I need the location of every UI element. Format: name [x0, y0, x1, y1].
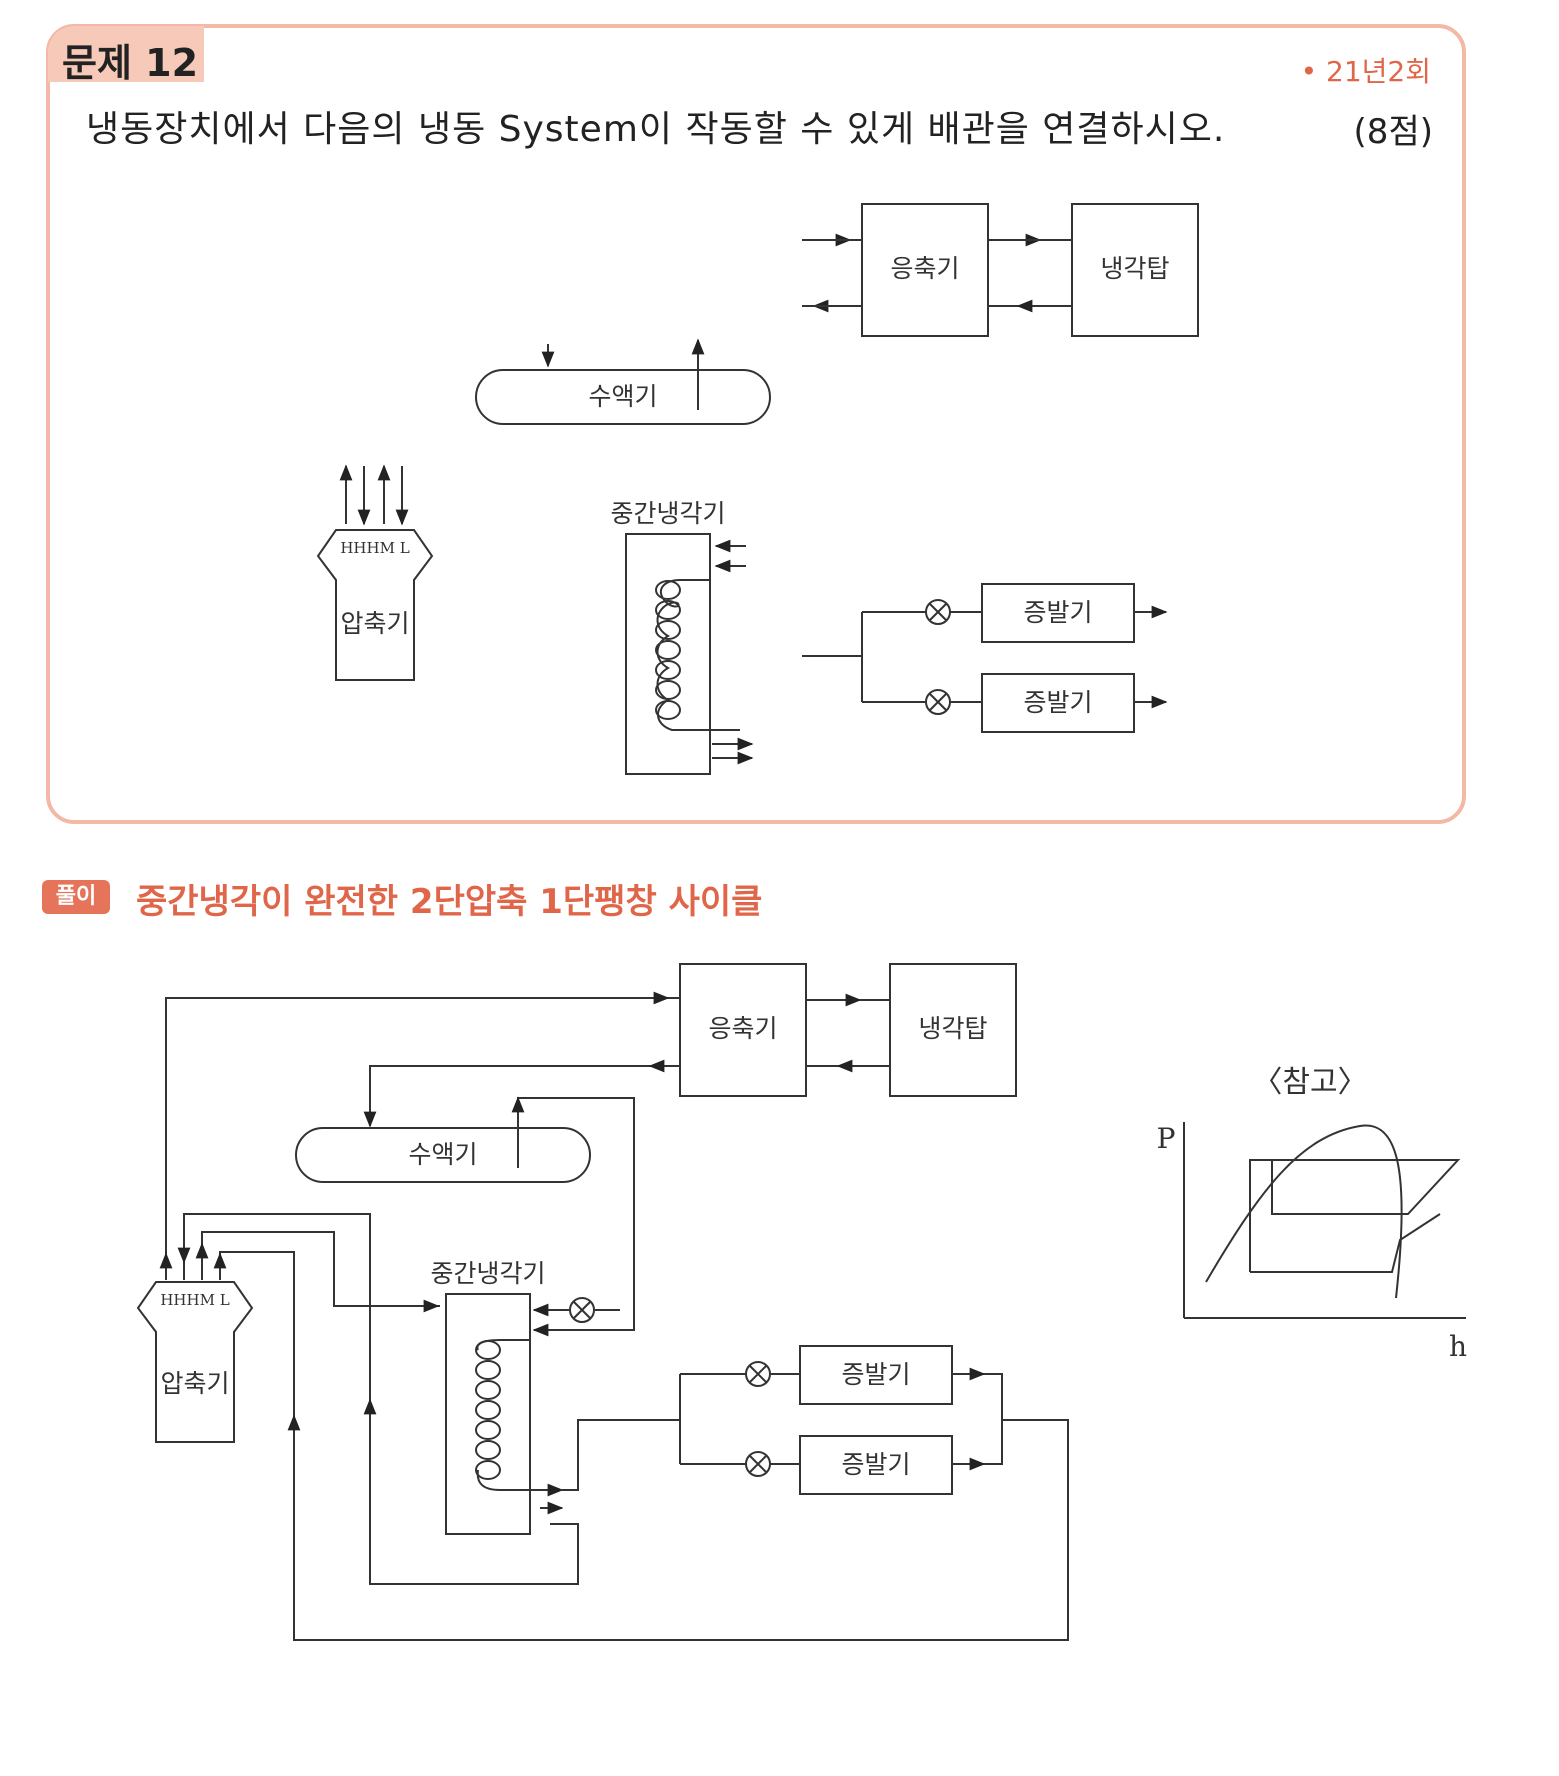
- solution-diagram: [136, 963, 1069, 1641]
- problem-diagram: [316, 203, 1199, 775]
- solution-tag: 풀이: [42, 880, 110, 914]
- evaporator-top-label: 증발기: [1023, 598, 1092, 627]
- question-points: (8점): [1353, 112, 1433, 152]
- compressor-label: 압축기: [340, 609, 409, 638]
- intercooler-box: [625, 533, 711, 775]
- question-text: 냉동장치에서 다음의 냉동 System이 작동할 수 있게 배관을 연결하시오…: [86, 109, 1226, 150]
- compressor-body: [316, 529, 434, 681]
- sol-receiver-tank: [295, 1127, 591, 1183]
- sol-evaporator-bottom-label: 증발기: [841, 1450, 910, 1479]
- ph-diagram: [1183, 1122, 1466, 1319]
- saturation-dome: [1205, 1124, 1403, 1299]
- exam-source: • 21년2회: [1300, 55, 1431, 88]
- cycle-path: [1249, 1159, 1461, 1272]
- sol-condenser-label: 응축기: [708, 1014, 777, 1043]
- receiver-label: 수액기: [588, 382, 657, 411]
- evaporator-bottom-label: 증발기: [1023, 688, 1092, 717]
- sol-intercooler-box: [445, 1293, 531, 1535]
- problem-tag: 문제 12: [48, 26, 204, 85]
- sol-compressor-label: 압축기: [160, 1369, 229, 1398]
- solution-title: 중간냉각이 완전한 2단압축 1단팽창 사이클: [136, 882, 763, 922]
- ph-y-axis-label: P: [1157, 1122, 1176, 1155]
- sol-expansion-valve-intercooler: [569, 1297, 595, 1323]
- sol-receiver-label: 수액기: [408, 1140, 477, 1169]
- sol-expansion-valve-bottom: [745, 1451, 771, 1477]
- receiver-tank: [475, 369, 771, 425]
- sol-evaporator-top-label: 증발기: [841, 1360, 910, 1389]
- cooling-tower-label: 냉각탑: [1100, 254, 1169, 283]
- sol-condenser-box: [679, 963, 807, 1097]
- sol-compressor-ports-label: HHHM L: [160, 1291, 229, 1309]
- sol-cooling-tower-label: 냉각탑: [918, 1014, 987, 1043]
- expansion-valve-top: [925, 599, 951, 625]
- problem-frame: [46, 24, 1466, 824]
- ph-x-axis-label: h: [1449, 1330, 1467, 1363]
- condenser-label: 응축기: [890, 254, 959, 283]
- expansion-valve-bottom: [925, 689, 951, 715]
- intercooler-label: 중간냉각기: [610, 499, 725, 528]
- sol-cooling-tower-box: [889, 963, 1017, 1097]
- sol-intercooler-label: 중간냉각기: [430, 1259, 545, 1288]
- reference-title: 〈참고〉: [1252, 1065, 1367, 1100]
- cooling-tower-box: [1071, 203, 1199, 337]
- problem-number: 문제 12: [62, 41, 199, 85]
- compressor-ports-label: HHHM L: [340, 539, 409, 557]
- sol-compressor-body: [136, 1281, 254, 1443]
- condenser-box: [861, 203, 989, 337]
- sol-expansion-valve-top: [745, 1361, 771, 1387]
